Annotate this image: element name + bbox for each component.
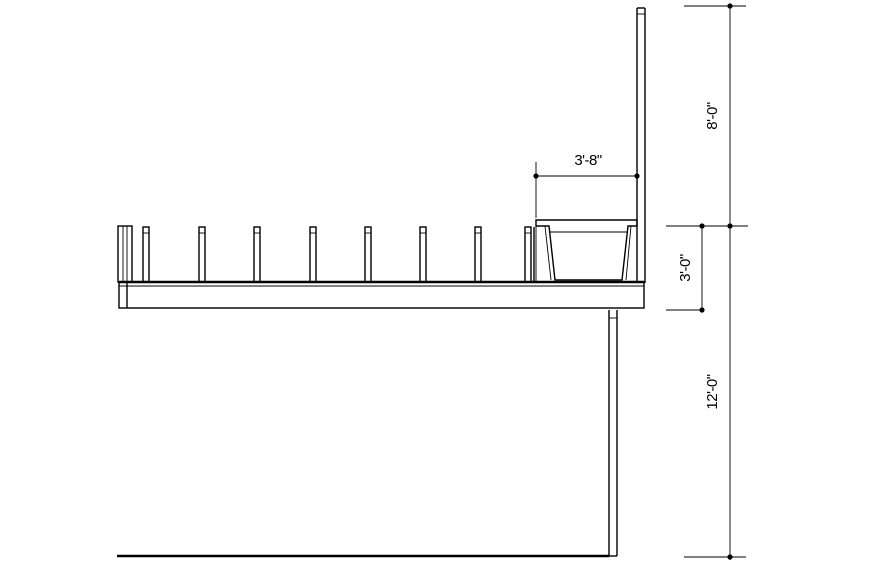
railing-baluster <box>419 226 427 283</box>
railing-baluster <box>142 226 150 283</box>
dimension-label-railing-height: 3'-0" <box>677 254 694 282</box>
dimension-railing-height <box>699 223 705 313</box>
lower-wall <box>608 310 618 557</box>
railing-baluster <box>364 226 372 283</box>
railing-baluster <box>309 226 317 283</box>
dimension-label-upper-height: 8'-0" <box>704 102 721 130</box>
dimension-label-lower-height: 12'-0" <box>704 374 721 409</box>
upper-wall <box>636 7 646 283</box>
dimension-vertical-chain <box>666 3 748 560</box>
railing-end-post <box>117 225 133 283</box>
railing-balusters <box>142 226 535 283</box>
railing-baluster <box>198 226 206 283</box>
railing-baluster <box>524 226 535 283</box>
planter-box <box>535 219 638 282</box>
dimension-top-overhang: 3'-8" <box>533 152 640 218</box>
railing-baluster <box>253 226 261 283</box>
dimension-label-top-overhang: 3'-8" <box>574 152 602 169</box>
deck-slab <box>118 280 645 309</box>
railing-baluster <box>474 226 482 283</box>
